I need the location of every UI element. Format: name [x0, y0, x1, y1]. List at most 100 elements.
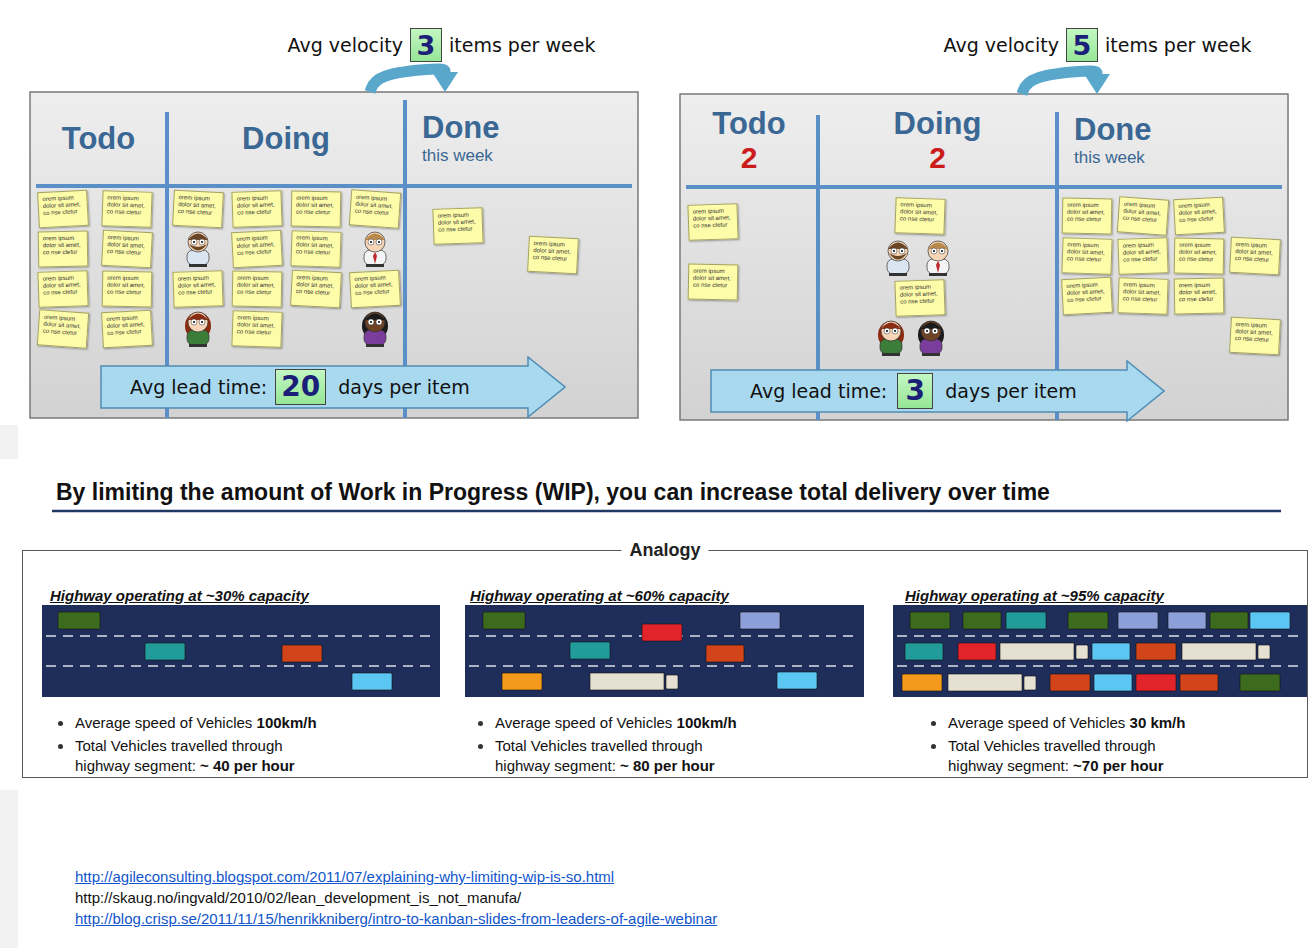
lead-time-arrow: Avg lead time:days per item20 [100, 356, 566, 418]
figure-hair [365, 234, 385, 241]
note-text: orem ipsum dolor sit amet, co nse ctetur [296, 195, 336, 217]
velocity-arrow [370, 69, 445, 92]
column-heading: Todo [30, 122, 167, 157]
bullet-value: 30 km/h [1130, 714, 1186, 731]
note-text: orem ipsum dolor sit amet, co nse ctetur [1123, 241, 1164, 264]
reference-url: http://skaug.no/ingvald/2010/02/lean_dev… [75, 889, 521, 906]
person-figure [878, 321, 904, 356]
note-text: orem ipsum dolor sit amet, co nse ctetur [1066, 281, 1107, 305]
vehicle [1240, 674, 1280, 691]
note-text: orem ipsum dolor sit amet, co nse ctetur [1067, 241, 1108, 264]
reference-url-group: http://skaug.no/ingvald/2010/02/lean_dev… [75, 889, 521, 907]
analogy-heading: Analogy [621, 539, 708, 561]
person-figure [185, 312, 211, 347]
column-header: Doing2 [818, 107, 1057, 175]
panel-heading: Highway operating at ~60% capacity [470, 587, 729, 604]
lead-time-arrow: Avg lead time:days per item3 [710, 360, 1165, 422]
figure-pupil [378, 241, 380, 243]
note-text: orem ipsum dolor sit amet, co nse ctetur [107, 275, 147, 297]
vehicle [145, 643, 185, 660]
note-text: orem ipsum dolor sit amet, co nse ctetur [1067, 202, 1107, 224]
figure-tie [373, 252, 377, 264]
person-figure [887, 241, 909, 276]
truck-cab [1076, 645, 1088, 659]
sticky-note: orem ipsum dolor sit amet, co nse ctetur [37, 190, 89, 229]
vehicle [1136, 643, 1176, 660]
value-box: 3 [897, 373, 933, 409]
figure-eye [939, 248, 945, 254]
sticky-note: orem ipsum dolor sit amet, co nse ctetur [1117, 277, 1168, 315]
lane-marking [897, 665, 1303, 667]
bullet-text: Average speed of Vehicles [495, 714, 672, 731]
figure-feet [189, 344, 207, 347]
sticky-note: orem ipsum dolor sit amet, co nse ctetur [101, 230, 153, 269]
note-text: orem ipsum dolor sit amet, co nse ctetur [1123, 281, 1164, 304]
bullet-text-group: Average speed of Vehicles 100km/h [495, 713, 825, 733]
wip-limit: 2 [818, 141, 1057, 174]
note-text: orem ipsum dolor sit amet, co nse ctetur [42, 194, 83, 218]
panel-heading: Highway operating at ~95% capacity [905, 587, 1164, 604]
figure-eye [376, 239, 382, 245]
vehicle [777, 672, 817, 689]
note-text: orem ipsum dolor sit amet, co nse ctetur [237, 194, 278, 217]
person-figure [927, 241, 949, 276]
column-header: Todo2 [680, 107, 818, 175]
highway [42, 605, 440, 697]
figure-pupil [933, 250, 935, 252]
sticky-note: orem ipsum dolor sit amet, co nse ctetur [894, 279, 945, 317]
figure-head [881, 321, 901, 341]
figure-pupil [894, 330, 896, 332]
bullet-value: ~70 per hour [1073, 757, 1163, 774]
note-text: orem ipsum dolor sit amet, co nse ctetur [533, 240, 574, 264]
vehicle [502, 673, 542, 690]
sticky-note: orem ipsum dolor sit amet, co nse ctetur [1229, 317, 1281, 356]
note-text: orem ipsum dolor sit amet, co nse ctetur [1178, 201, 1219, 225]
figure-feet [882, 353, 900, 356]
title-underline [52, 510, 1281, 513]
velocity-label-group: items per week [1105, 34, 1251, 57]
sticky-note: orem ipsum dolor sit amet, co nse ctetur [231, 190, 282, 228]
vehicle [483, 612, 525, 629]
note-text: orem ipsum dolor sit amet, co nse ctetur [1123, 201, 1164, 225]
person-figure [918, 321, 944, 356]
figure-eye [932, 328, 938, 334]
truck-cab [666, 675, 678, 689]
bullet-text: Average speed of Vehicles [948, 714, 1125, 731]
figure-feet [929, 273, 947, 276]
lead-time-value: 3 [906, 377, 925, 405]
vehicle [1168, 612, 1206, 629]
sticky-note: orem ipsum dolor sit amet, co nse ctetur [102, 271, 153, 308]
sticky-note: orem ipsum dolor sit amet, co nse ctetur [38, 231, 89, 268]
column-heading: Done [1074, 113, 1152, 148]
velocity-label-group: Avg velocity [288, 34, 403, 57]
sticky-note: orem ipsum dolor sit amet, co nse ctetur [349, 270, 401, 309]
note-text: orem ipsum dolor sit amet, co nse ctetur [178, 274, 219, 297]
truck-trailer [1182, 643, 1256, 660]
note-text: orem ipsum dolor sit amet, co nse ctetur [107, 234, 148, 258]
figure-eye [924, 328, 930, 334]
lane-marking [897, 635, 1303, 637]
vehicle [740, 612, 780, 629]
lead-time-value: 20 [281, 373, 320, 401]
note-text: orem ipsum dolor sit amet, co nse ctetur [900, 201, 941, 224]
lane-marking [46, 665, 436, 667]
note-text: orem ipsum dolor sit amet, co nse ctetur [296, 274, 337, 298]
figure-head [921, 321, 941, 341]
column-heading: Doing [167, 122, 405, 157]
lead-time-text: Avg lead time: [750, 380, 887, 403]
figure-pupil [193, 241, 195, 243]
sticky-note: orem ipsum dolor sit amet, co nse ctetur [37, 270, 88, 308]
figure-pupil [378, 321, 380, 323]
note-text: orem ipsum dolor sit amet, co nse ctetur [1179, 242, 1219, 264]
sticky-note: orem ipsum dolor sit amet, co nse ctetur [172, 190, 224, 229]
vehicle [642, 624, 682, 641]
figure-pupil [941, 250, 943, 252]
reference-url: http://agileconsulting.blogspot.com/2011… [75, 868, 614, 885]
column-heading: Doing [818, 107, 1057, 142]
reference-url-group: http://agileconsulting.blogspot.com/2011… [75, 868, 614, 886]
vehicle [282, 645, 322, 662]
note-text: orem ipsum dolor sit amet, co nse ctetur [1235, 321, 1276, 345]
sticky-note: orem ipsum dolor sit amet, co nse ctetur [231, 230, 283, 269]
bullet-value: 100km/h [677, 714, 737, 731]
velocity-value: 5 [1073, 32, 1092, 59]
